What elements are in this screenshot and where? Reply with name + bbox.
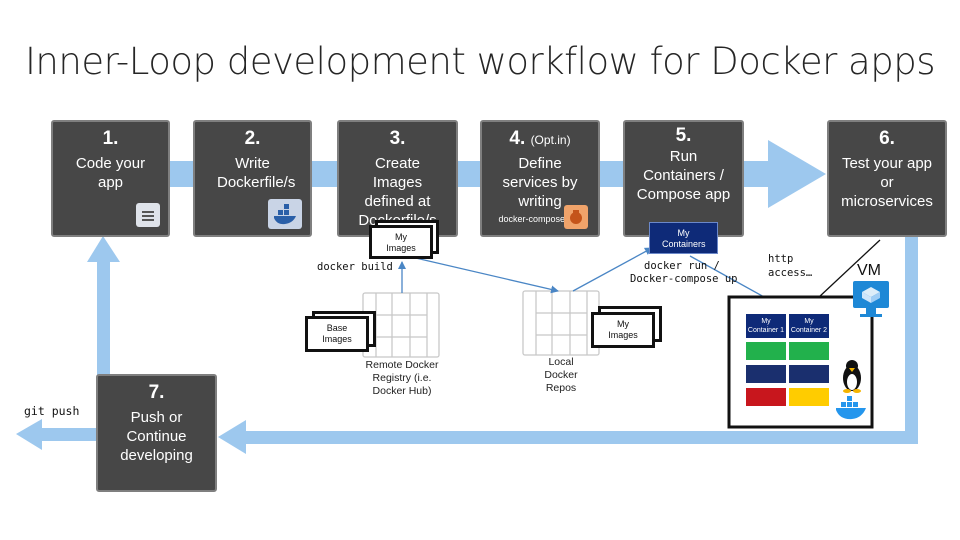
loop-up-arrowhead xyxy=(87,236,120,262)
step-number: 7. xyxy=(148,382,165,403)
step-number: 5. xyxy=(675,125,692,146)
vm-docker-whale-icon xyxy=(836,396,866,420)
vm-label: VM xyxy=(857,262,881,279)
local-repos-caption: Local Docker Repos xyxy=(536,356,586,395)
compose-file-name: docker-compose.yml xyxy=(498,214,582,224)
step-5-run-containers[interactable]: 5. Run Containers / Compose app xyxy=(623,120,744,237)
docker-run-label: docker run / xyxy=(644,260,720,272)
local-repos-text: Local Docker Repos xyxy=(544,356,578,394)
vm-container-rows xyxy=(746,342,829,406)
flow-arrowhead xyxy=(768,140,826,208)
step-number: 1. xyxy=(102,128,119,149)
my-images-card: My Images xyxy=(369,225,433,259)
git-push-arrowhead xyxy=(16,419,42,450)
step-option-note: (Opt.in) xyxy=(530,133,571,147)
step-7-push-or-continue[interactable]: 7. Push or Continue developing xyxy=(96,374,217,492)
docker-build-label: docker build xyxy=(317,261,393,273)
step-number: 6. xyxy=(879,128,895,149)
vm-container-2-label: My Container 2 xyxy=(790,318,828,334)
return-loop-right xyxy=(905,236,918,443)
git-push-label: git push xyxy=(24,404,80,418)
vm-container-1-label: My Container 1 xyxy=(747,318,785,334)
linux-penguin-icon xyxy=(843,360,861,393)
step-number: 3. xyxy=(389,128,406,149)
http-access-label: http access… xyxy=(768,252,828,280)
vm-container-1: My Container 1 xyxy=(746,314,786,338)
step-number: 4. (Opt.in) xyxy=(482,128,598,150)
step-4-define-services[interactable]: 4. (Opt.in) Define services by writing d… xyxy=(480,120,600,237)
step-label: Write Dockerfile/s xyxy=(217,155,296,191)
step-number-value: 4. xyxy=(509,128,526,149)
vm-container-2: My Container 2 xyxy=(789,314,829,338)
connector-local-to-containers xyxy=(572,247,653,292)
step-3-create-images[interactable]: 3. Create Images defined at Dockerfile/s xyxy=(337,120,458,237)
docker-compose-up-label: Docker-compose up xyxy=(630,273,738,285)
remote-registry-text: Remote Docker Registry (i.e. Docker Hub) xyxy=(365,359,439,397)
connector-images-to-local xyxy=(406,255,559,294)
http-access-text: http access… xyxy=(768,253,813,279)
return-loop-arrowhead xyxy=(218,420,246,454)
step-2-write-dockerfile[interactable]: 2. Write Dockerfile/s xyxy=(193,120,312,237)
compose-file-icon xyxy=(564,205,588,229)
base-images-label: Base Images xyxy=(322,323,352,344)
loop-up-shaft xyxy=(97,258,110,376)
step-label: Code your app xyxy=(75,155,146,191)
vm-monitor-icon xyxy=(853,281,889,317)
remote-registry-caption: Remote Docker Registry (i.e. Docker Hub) xyxy=(357,359,447,398)
local-images-label: My Images xyxy=(608,319,638,340)
docker-file-icon xyxy=(268,199,302,229)
document-icon xyxy=(136,203,160,227)
my-images-label: My Images xyxy=(386,232,416,253)
local-repos-shelf xyxy=(522,290,600,356)
step-number: 2. xyxy=(244,128,261,149)
my-containers-card: My Containers xyxy=(649,222,718,254)
step-label: Create Images defined at Dockerfile/s xyxy=(358,155,436,229)
local-images-card: My Images xyxy=(591,312,655,348)
step-label: Run Containers / Compose app xyxy=(636,148,731,203)
base-images-card: Base Images xyxy=(305,316,369,352)
page-title: Inner-Loop development workflow for Dock… xyxy=(25,40,935,83)
git-push-shaft xyxy=(36,428,98,441)
step-label: Define services by writing xyxy=(502,155,578,210)
my-containers-label: My Containers xyxy=(662,228,706,249)
step-label: Push or Continue developing xyxy=(120,409,193,464)
step-label: Test your app or microservices xyxy=(841,155,933,210)
step-6-test-app[interactable]: 6. Test your app or microservices xyxy=(827,120,947,237)
return-loop-bottom xyxy=(238,431,918,444)
step-1-code-your-app[interactable]: 1. Code your app xyxy=(51,120,170,237)
